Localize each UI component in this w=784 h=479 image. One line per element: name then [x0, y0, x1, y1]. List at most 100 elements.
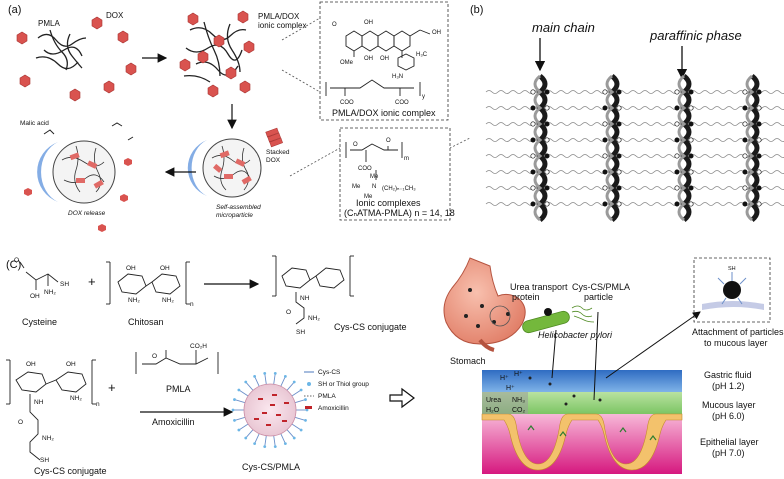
ionic-complex-structure — [345, 142, 403, 180]
product-label: Cys-CS/PMLA — [242, 462, 300, 472]
dox-chemical-structure — [345, 29, 431, 71]
pmla-repeat-structure — [325, 79, 421, 96]
conj1-sh: SH — [296, 329, 305, 336]
chitosan-structure — [106, 261, 190, 305]
hpylori-label: Helicobacter pylori — [538, 330, 613, 340]
panel-label-a: (a) — [8, 4, 21, 16]
ion-h-1: H⁺ — [500, 375, 509, 382]
cys-oh: OH — [30, 293, 40, 300]
conj2-n: n — [96, 401, 100, 408]
legend-sh: SH or Thiol group — [318, 381, 369, 388]
malic-acid-label: Malic acid — [20, 120, 49, 127]
stacked-dox-label-1: Stacked — [266, 149, 290, 156]
ion-h-2: H⁺ — [514, 371, 523, 378]
dox-oh-2: OH — [364, 56, 373, 62]
stomach-illustration — [443, 257, 526, 352]
amoxicillin-label: Amoxicillin — [152, 417, 195, 427]
conj1-o: O — [286, 309, 291, 316]
releasing-microparticle — [24, 122, 134, 232]
mucous-label-1: Mucous layer — [702, 400, 756, 410]
stomach-wall-layers — [481, 370, 683, 474]
stacked-dox — [265, 127, 283, 148]
helicobacter-pylori — [522, 305, 595, 334]
epithelial-label-1: Epithelial layer — [700, 437, 759, 447]
conj2-o: O — [18, 419, 23, 426]
ionic-complexes-box — [339, 127, 451, 221]
paraffinic-phase-label: paraffinic phase — [649, 28, 742, 43]
attachment-particle — [702, 272, 764, 310]
ion-urea: Urea — [486, 397, 501, 404]
ic-chain: (CH₂)ₙ₋₁CH₃ — [382, 186, 416, 192]
dox-h3n: H₃N — [392, 74, 403, 80]
self-assembled-label-2: microparticle — [216, 212, 253, 219]
conj2-oh-2: OH — [66, 361, 76, 368]
conj2-sh: SH — [40, 457, 49, 464]
panel-label-c: (C) — [6, 259, 21, 271]
arrow-to-stomach — [389, 387, 415, 409]
gastric-label-1: Gastric fluid — [704, 370, 752, 380]
legend-pmla: PMLA — [318, 393, 336, 400]
ic-o-1: O — [353, 142, 358, 148]
line-bacteria-to-layer — [551, 329, 557, 379]
pmla-c-label: PMLA — [166, 384, 191, 394]
pmla-y: y — [422, 94, 425, 100]
stacked-dox-label-2: DOX — [266, 157, 281, 164]
dox-oh-1: OH — [364, 20, 373, 26]
ic-me-3: Me — [364, 194, 373, 200]
plus-sign-2: + — [108, 380, 116, 395]
particle-label-1: Cys-CS/PMLA — [572, 282, 630, 292]
chitosan-nh2-2: NH₂ — [162, 297, 174, 304]
dox-label: DOX — [106, 11, 124, 20]
attachment-label-1: Attachment of particles — [692, 327, 784, 337]
cys-cs-pmla-particle — [231, 371, 309, 449]
dox-ome: OMe — [340, 60, 354, 66]
conj1-nh2: NH₂ — [308, 315, 320, 322]
conj2-nh2-b: NH₂ — [42, 435, 54, 442]
cysteine-label: Cysteine — [22, 317, 57, 327]
ionic-complex-label-2: ionic complex — [258, 21, 306, 30]
structure-caption-1: PMLA/DOX ionic complex — [332, 108, 436, 118]
self-assembled-microparticle — [187, 138, 262, 198]
cysteine-structure — [19, 261, 59, 290]
ic-me-1: Me — [370, 174, 379, 180]
panel-label-b: (b) — [470, 4, 483, 16]
conj2-oh-1: OH — [26, 361, 36, 368]
ic-n: N — [372, 184, 376, 190]
particle-label-2: particle — [584, 292, 613, 302]
conj2-nh2: NH₂ — [70, 395, 82, 402]
ic-coo: COO — [358, 166, 372, 172]
cys-cs-conjugate-structure-2 — [6, 359, 96, 461]
line-particle-to-layer — [593, 311, 599, 401]
ion-h-3: H⁺ — [506, 385, 515, 392]
ic-o-2: O — [386, 138, 391, 144]
cys-nh2: NH₂ — [44, 289, 56, 296]
cys-o: O — [14, 257, 19, 264]
urea-protein-label-2: protein — [512, 292, 540, 302]
dox-h3c: H₃C — [416, 52, 428, 58]
conjugate-label-2: Cys-CS conjugate — [34, 466, 107, 476]
particle-legend: Cys-CS SH or Thiol group PMLA Amoxicilli… — [304, 369, 369, 412]
pmla-coo-1: COO — [340, 100, 354, 106]
urea-protein-label-1: Urea transport — [510, 282, 568, 292]
lamellar-structure — [485, 74, 784, 222]
pmla-dox-ionic-complex — [179, 10, 255, 98]
ionic-complexes-caption-1: Ionic complexes — [356, 198, 421, 208]
chitosan-nh2-1: NH₂ — [128, 297, 140, 304]
pmla-polymer-free — [35, 29, 87, 71]
conj1-nh: NH — [300, 295, 310, 302]
ionic-complex-label-1: PMLA/DOX — [258, 12, 300, 21]
legend-amoxicillin: Amoxicillin — [318, 405, 349, 412]
ionic-complexes-caption-2: (CₙATMA-PMLA) n = 14, 18 — [344, 208, 455, 218]
dox-o-1: O — [332, 22, 337, 28]
chitosan-n: n — [190, 301, 194, 308]
ic-me-2: Me — [352, 184, 361, 190]
dox-molecules-free — [16, 16, 137, 102]
gastric-label-2: (pH 1.2) — [712, 381, 745, 391]
pmla-c-o: O — [152, 353, 157, 360]
chitosan-oh-1: OH — [126, 265, 136, 272]
pmla-label: PMLA — [38, 19, 60, 28]
cys-sh: SH — [60, 281, 69, 288]
conjugate-label-1: Cys-CS conjugate — [334, 322, 407, 332]
pmla-c-co2h: CO₂H — [190, 343, 207, 350]
